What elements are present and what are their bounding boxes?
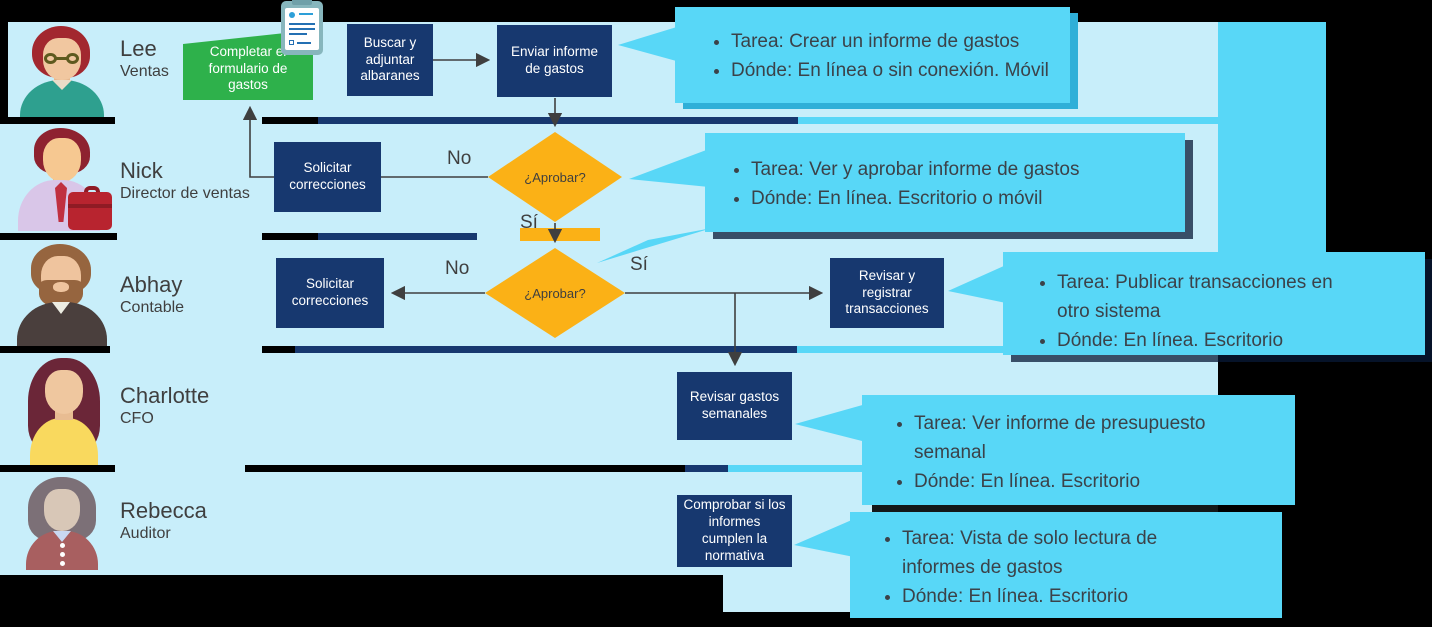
right-side-band xyxy=(1218,22,1326,253)
man-beard-avatar xyxy=(15,244,109,346)
divider-segment xyxy=(115,465,245,472)
callout-task-line: Tarea: Ver y aprobar informe de gastos xyxy=(751,155,1175,184)
divider-segment xyxy=(0,233,117,240)
divider-segment xyxy=(0,117,115,124)
divider-segment xyxy=(262,233,318,240)
divider-segment xyxy=(110,346,262,353)
divider-segment xyxy=(318,233,477,240)
persona-name: Nick xyxy=(120,158,163,183)
callout-task-line: Tarea: Publicar transacciones en otro si… xyxy=(1057,268,1342,326)
clipboard-expense-form-icon xyxy=(281,0,323,55)
persona-charlotte: Charlotte CFO xyxy=(120,383,209,429)
label-approve1-yes: Sí xyxy=(520,212,538,233)
persona-rebecca: Rebecca Auditor xyxy=(120,498,207,544)
node-check-compliance: Comprobar si los informes cumplen la nor… xyxy=(677,495,792,567)
woman-long-hair-avatar xyxy=(22,358,106,465)
callout-task-line: Tarea: Ver informe de presupuesto semana… xyxy=(914,409,1234,467)
divider-segment xyxy=(115,117,262,124)
lane-divider xyxy=(0,233,1218,240)
divider-segment xyxy=(798,117,1218,124)
divider-segment xyxy=(262,346,295,353)
divider-segment xyxy=(728,465,910,472)
callout-2-lower-tail xyxy=(597,228,712,263)
woman-bob-hair-avatar xyxy=(20,477,104,570)
divider-segment xyxy=(797,346,1010,353)
persona-name: Rebecca xyxy=(120,498,207,523)
man-glasses-teal-shirt-avatar xyxy=(18,26,106,117)
label-approve2-no: No xyxy=(445,258,470,279)
node-post-transactions: Revisar y registrar transacciones xyxy=(830,258,944,328)
callout-where-line: Dónde: En línea. Escritorio o móvil xyxy=(751,184,1175,213)
callout-1-tail xyxy=(618,26,680,62)
persona-abhay: Abhay Contable xyxy=(120,272,184,318)
node-request-corrections-sales: Solicitar correcciones xyxy=(274,142,381,212)
divider-segment xyxy=(0,465,115,472)
callout-5-tail xyxy=(794,519,854,557)
label-approve1-no: No xyxy=(447,148,472,169)
persona-role: CFO xyxy=(120,410,154,427)
persona-nick: Nick Director de ventas xyxy=(120,158,250,204)
man-tie-briefcase-avatar xyxy=(12,128,112,231)
callout-where-line: Dónde: En línea. Escritorio xyxy=(914,467,1234,496)
persona-name: Abhay xyxy=(120,272,183,297)
callout-3-tail xyxy=(948,265,1006,303)
callout-approve-report: Tarea: Ver y aprobar informe de gastos D… xyxy=(705,133,1185,232)
persona-lee: Lee Ventas xyxy=(120,36,169,82)
callout-where-line: Dónde: En línea. Escritorio xyxy=(1057,326,1342,355)
label-approve2-yes: Sí xyxy=(630,254,648,275)
callout-task-line: Tarea: Vista de solo lectura de informes… xyxy=(902,524,1202,582)
node-review-weekly-expenses: Revisar gastos semanales xyxy=(677,372,792,440)
callout-4-tail xyxy=(795,404,866,442)
callout-post-transactions: Tarea: Publicar transacciones en otro si… xyxy=(1003,252,1425,355)
bottom-lane-tab xyxy=(723,575,853,612)
persona-role: Contable xyxy=(120,299,185,316)
node-request-corrections-accounting: Solicitar correcciones xyxy=(276,258,384,328)
node-submit-expense-report: Enviar informe de gastos xyxy=(497,25,612,97)
divider-segment xyxy=(477,233,1218,240)
divider-segment xyxy=(685,465,728,472)
arrow-no-to-complete-form xyxy=(242,105,488,178)
callout-where-line: Dónde: En línea. Escritorio xyxy=(902,582,1202,611)
divider-segment xyxy=(295,346,797,353)
callout-readonly-view: Tarea: Vista de solo lectura de informes… xyxy=(850,512,1282,618)
callout-budget-report: Tarea: Ver informe de presupuesto semana… xyxy=(862,395,1295,505)
persona-name: Lee xyxy=(120,36,157,61)
node-attach-receipts: Buscar y adjuntar albaranes xyxy=(347,24,433,96)
callout-2-tail xyxy=(629,149,709,187)
callout-create-report: Tarea: Crear un informe de gastos Dónde:… xyxy=(675,7,1070,103)
persona-role: Auditor xyxy=(120,525,171,542)
divider-segment xyxy=(262,117,318,124)
divider-segment xyxy=(245,465,685,472)
divider-segment xyxy=(0,346,110,353)
persona-role: Ventas xyxy=(120,63,169,80)
callout-where-line: Dónde: En línea o sin conexión. Móvil xyxy=(731,56,1060,85)
persona-role: Director de ventas xyxy=(120,185,250,202)
persona-name: Charlotte xyxy=(120,383,210,408)
callout-task-line: Tarea: Crear un informe de gastos xyxy=(731,27,1060,56)
left-edge-notch xyxy=(0,22,8,117)
divider-segment xyxy=(117,233,262,240)
